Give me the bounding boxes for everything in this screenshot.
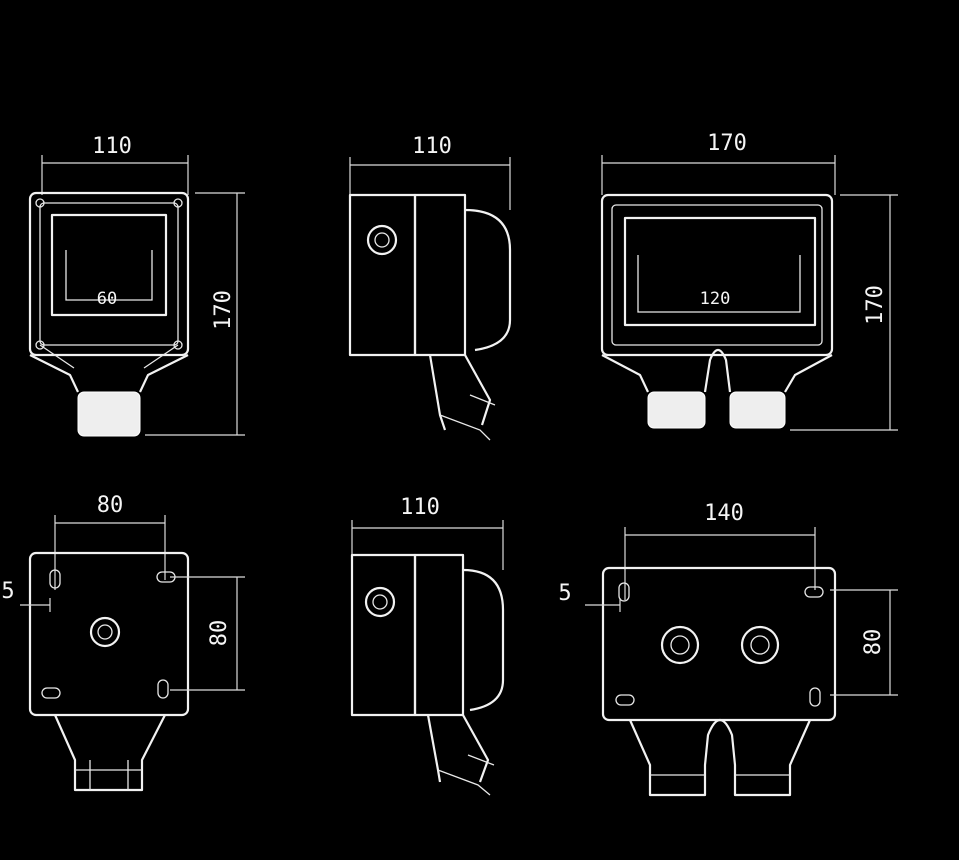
offset-label: 5 [1, 579, 14, 604]
hole-spacing-label: 140 [704, 501, 744, 526]
double-socket-back-view: 140 5 80 [558, 501, 898, 797]
width-label: 110 [412, 134, 452, 159]
vertical-spacing-label: 80 [207, 620, 232, 647]
width-label: 170 [707, 131, 747, 156]
inner-width-label: 60 [97, 289, 117, 309]
plug-cap-left [647, 391, 706, 429]
plug-cap [77, 391, 141, 437]
offset-label: 5 [558, 581, 571, 606]
single-socket-side-view-bottom: 110 [350, 495, 505, 796]
width-label: 110 [92, 134, 132, 159]
height-label: 170 [211, 290, 236, 330]
width-label: 110 [400, 495, 440, 520]
plug-cap-right [729, 391, 786, 429]
single-socket-back-view: 80 5 80 [1, 493, 245, 792]
hole-spacing-label: 80 [97, 493, 124, 518]
single-socket-side-view-top: 110 [348, 134, 512, 441]
height-label: 170 [863, 285, 888, 325]
inner-width-label: 120 [700, 289, 731, 309]
vertical-spacing-label: 80 [861, 629, 886, 656]
single-socket-front-view: 110 60 170 [28, 134, 245, 437]
double-socket-front-view: 170 120 170 [600, 131, 898, 431]
